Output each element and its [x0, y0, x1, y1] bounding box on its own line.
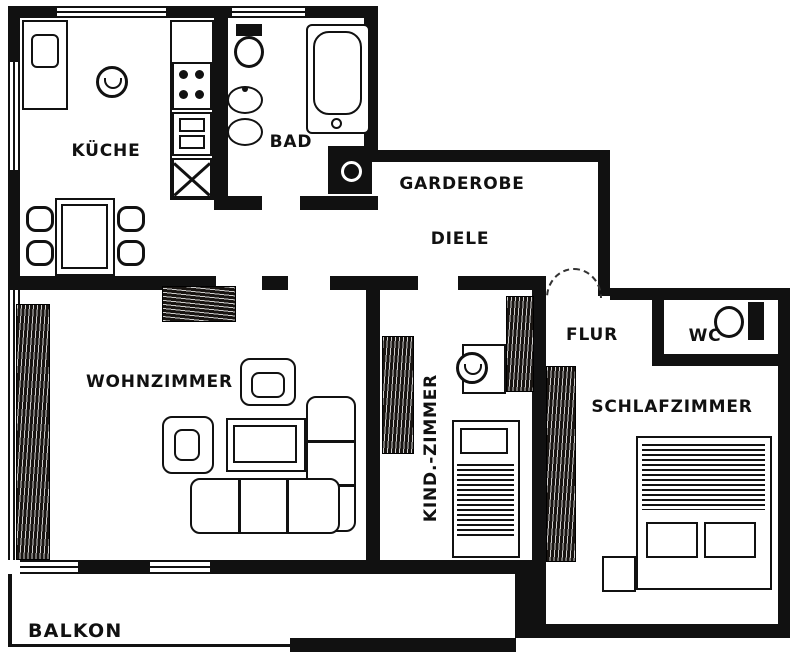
nightstand-icon	[602, 556, 636, 592]
bed-blanket	[457, 464, 514, 536]
wall-segment	[610, 288, 778, 300]
bed-pillow	[704, 522, 756, 558]
window-icon	[8, 62, 20, 170]
wall-segment	[262, 276, 288, 290]
wall-segment	[8, 6, 20, 62]
stove-burner	[195, 70, 204, 79]
dining-table-icon	[55, 198, 115, 276]
wardrobe-icon	[506, 296, 534, 392]
balcony-door-icon	[150, 560, 210, 574]
wall-segment	[214, 6, 228, 208]
wall-segment	[78, 560, 150, 574]
stove-burner	[179, 90, 188, 99]
washbasin-icon	[227, 86, 263, 114]
sink-bowl	[179, 135, 205, 149]
kitchen-sink-icon	[31, 34, 59, 68]
room-label-bad: BAD	[269, 132, 313, 152]
stove-burner	[179, 70, 188, 79]
chair-icon	[117, 240, 145, 266]
wall-segment	[364, 150, 610, 162]
bed-pillow	[460, 428, 508, 454]
single-bed-icon	[452, 420, 520, 558]
wall-segment	[366, 276, 380, 560]
room-label-garderobe: GARDEROBE	[399, 174, 525, 194]
armchair-cushion	[251, 372, 285, 398]
armchair-icon	[162, 416, 214, 474]
chair-icon	[26, 206, 54, 232]
bed-blanket	[642, 444, 765, 510]
room-label-kueche: KÜCHE	[71, 141, 141, 161]
sink-bowl	[179, 118, 205, 132]
table-top	[233, 425, 297, 463]
balcony-parapet	[290, 638, 516, 652]
sofa-cushion-divider	[238, 480, 241, 532]
double-bed-icon	[636, 436, 772, 590]
washing-machine-door	[341, 161, 362, 182]
kitchen-sink-icon	[172, 112, 212, 156]
room-label-kinderzimmer: KIND.-ZIMMER	[421, 373, 441, 523]
room-label-balkon: BALKON	[28, 620, 123, 642]
wall-segment	[778, 288, 790, 638]
door-swing-icon	[546, 268, 602, 298]
table-top	[61, 204, 108, 269]
wall-segment	[300, 196, 378, 210]
balcony-railing	[8, 644, 292, 647]
coffee-table-icon	[226, 418, 306, 472]
chair-icon	[26, 240, 54, 266]
wall-segment	[214, 196, 262, 210]
toilet-icon	[714, 306, 744, 338]
wall-segment	[10, 6, 57, 18]
bathtub-drain	[331, 118, 342, 129]
wardrobe-icon	[16, 304, 50, 560]
wall-segment	[515, 624, 778, 638]
toilet-icon	[234, 36, 264, 68]
dishwasher-icon	[172, 158, 212, 198]
wall-segment	[652, 354, 778, 366]
bed-pillow	[646, 522, 698, 558]
bathtub-basin	[313, 31, 362, 115]
window-icon	[57, 6, 166, 18]
wall-segment	[305, 6, 377, 18]
stool-icon	[96, 66, 128, 98]
toilet-tank	[236, 24, 262, 36]
armchair-cushion	[174, 429, 200, 461]
sofa-icon	[190, 478, 340, 534]
bathtub-icon	[306, 24, 370, 134]
wardrobe-icon	[162, 286, 236, 322]
wall-segment	[652, 296, 664, 366]
room-label-wc: WC	[688, 326, 722, 346]
chair-icon	[117, 206, 145, 232]
toilet-tank	[748, 302, 764, 340]
sofa-cushion-divider	[308, 440, 354, 443]
room-label-schlafzimmer: SCHLAFZIMMER	[591, 397, 753, 417]
wall-segment	[598, 150, 610, 296]
wall-segment	[210, 560, 529, 574]
wardrobe-icon	[382, 336, 414, 454]
wall-segment	[532, 288, 546, 560]
armchair-icon	[240, 358, 296, 406]
stove-icon	[172, 62, 212, 110]
bidet-icon	[227, 118, 263, 146]
balcony-railing	[8, 574, 12, 646]
stove-burner	[195, 90, 204, 99]
room-label-flur: FLUR	[566, 325, 618, 345]
kitchen-counter-icon	[22, 20, 68, 110]
washing-machine-icon	[328, 146, 372, 194]
room-label-diele: DIELE	[430, 229, 490, 249]
window-icon	[20, 560, 78, 574]
wall-segment	[8, 170, 20, 290]
stool-icon	[456, 352, 488, 384]
room-label-wohnzimmer: WOHNZIMMER	[86, 372, 233, 392]
wall-segment	[380, 276, 418, 290]
window-icon	[232, 6, 305, 18]
wall-segment	[458, 276, 546, 290]
wardrobe-icon	[546, 366, 576, 562]
faucet-dot	[242, 86, 248, 92]
sofa-cushion-divider	[286, 480, 289, 532]
